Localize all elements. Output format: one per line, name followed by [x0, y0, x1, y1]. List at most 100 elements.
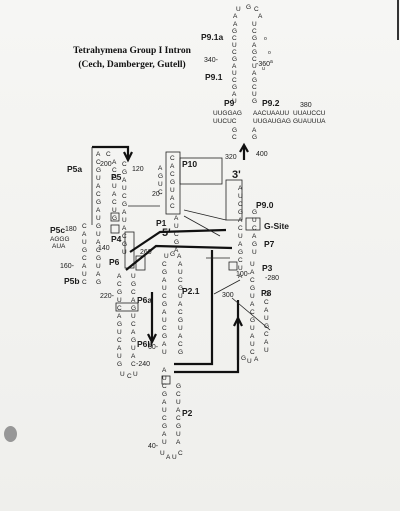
svg-text:A: A — [122, 177, 127, 184]
svg-text:A: A — [233, 21, 238, 28]
svg-text:G: G — [162, 269, 167, 276]
p6a-stem: AC GU CA GU CA UG UG CA GU CA GU AC — [117, 273, 136, 368]
svg-text:G: G — [250, 317, 255, 324]
svg-text:G: G — [162, 301, 167, 308]
svg-text:A: A — [252, 42, 257, 49]
svg-text:A: A — [254, 356, 259, 363]
label-p8: P8 — [261, 288, 272, 298]
svg-text:A: A — [264, 307, 269, 314]
svg-text:C: C — [252, 84, 257, 91]
svg-text:U: U — [252, 249, 257, 256]
svg-text:C: C — [238, 257, 243, 264]
svg-text:A: A — [174, 247, 179, 254]
svg-text:U: U — [131, 345, 136, 352]
thick-connectors — [125, 228, 243, 374]
svg-text:C: C — [254, 6, 259, 13]
svg-text:G: G — [252, 49, 257, 56]
svg-text:U: U — [96, 263, 101, 270]
svg-text:U: U — [120, 371, 125, 378]
number-280: -280 — [265, 275, 279, 282]
svg-text:C: C — [131, 361, 136, 368]
number-220: 220- — [100, 293, 115, 300]
svg-text:G: G — [162, 391, 167, 398]
label-5prime: 5' — [162, 227, 171, 239]
svg-text:G: G — [122, 169, 127, 176]
svg-text:U: U — [160, 450, 165, 457]
svg-text:A: A — [162, 309, 167, 316]
svg-text:U: U — [164, 253, 169, 260]
svg-text:C: C — [178, 277, 183, 284]
number-60: 60- — [148, 344, 159, 351]
svg-text:A: A — [96, 151, 101, 158]
svg-text:U: U — [264, 315, 269, 322]
number-240: -240 — [136, 361, 150, 368]
svg-text:G: G — [82, 247, 87, 254]
svg-text:A: A — [158, 165, 163, 172]
number-140: 140 — [98, 245, 110, 252]
diagram-title: Tetrahymena Group I Intron (Cech, Damber… — [72, 44, 192, 72]
svg-text:A: A — [177, 253, 182, 260]
svg-text:G: G — [174, 239, 179, 246]
svg-text:U: U — [178, 325, 183, 332]
svg-text:U: U — [162, 439, 167, 446]
svg-text:U: U — [232, 98, 237, 105]
svg-text:U: U — [122, 217, 127, 224]
svg-text:G: G — [252, 241, 257, 248]
number-160: 160- — [60, 263, 75, 270]
svg-text:U: U — [131, 273, 136, 280]
svg-text:G: G — [250, 285, 255, 292]
p10-stem: CA CG UA C AG UC — [158, 155, 175, 210]
label-p6b: P6b — [137, 339, 153, 349]
svg-text:U: U — [162, 349, 167, 356]
scan-edge-mark — [397, 0, 399, 40]
svg-text:A: A — [250, 301, 255, 308]
svg-text:U: U — [172, 454, 177, 461]
svg-text:C: C — [232, 134, 237, 141]
svg-text:G: G — [176, 423, 181, 430]
svg-text:C: C — [250, 349, 255, 356]
svg-text:C: C — [122, 161, 127, 168]
svg-text:C: C — [178, 341, 183, 348]
number-180: 180 — [65, 226, 77, 233]
svg-text:G: G — [252, 98, 257, 105]
svg-text:C: C — [170, 155, 175, 162]
svg-text:U: U — [250, 261, 255, 268]
svg-text:C: C — [174, 231, 179, 238]
svg-text:A: A — [162, 399, 167, 406]
number-120: 120 — [132, 166, 144, 173]
svg-text:G: G — [96, 223, 101, 230]
svg-text:G: G — [158, 173, 163, 180]
label-p5b: P5b — [64, 276, 80, 286]
p2-stem: AU CG AU CG AU GC UA CG UA — [162, 367, 181, 446]
svg-text:C: C — [106, 151, 111, 158]
svg-text:U: U — [112, 183, 117, 190]
svg-text:A: A — [178, 333, 183, 340]
svg-text:o: o — [264, 36, 267, 42]
svg-text:U: U — [178, 293, 183, 300]
svg-text:C: C — [178, 309, 183, 316]
svg-text:C: C — [170, 171, 175, 178]
p3-stem: UA CG UA CG UA UC GC AU GC AU — [250, 261, 269, 356]
svg-text:G: G — [122, 241, 127, 248]
svg-text:G: G — [178, 349, 183, 356]
svg-text:U: U — [170, 187, 175, 194]
p7-stem: AU CG AC UA GC UA GU CA GU — [238, 185, 257, 280]
svg-text:A: A — [178, 301, 183, 308]
svg-text:A: A — [176, 439, 181, 446]
svg-text:U: U — [162, 407, 167, 414]
svg-text:C: C — [238, 201, 243, 208]
seq-p9-low: UUCUC — [213, 118, 237, 125]
svg-text:C: C — [232, 77, 237, 84]
svg-text:o: o — [268, 50, 271, 56]
svg-text:A: A — [238, 217, 243, 224]
seq-p9-right-2: UUGAUGAG — [253, 118, 291, 125]
label-p9-0: P9.0 — [256, 200, 274, 210]
svg-text:G: G — [131, 337, 136, 344]
svg-text:C: C — [264, 299, 269, 306]
svg-text:U: U — [162, 285, 167, 292]
svg-text:G: G — [122, 201, 127, 208]
svg-text:u: u — [262, 66, 265, 72]
svg-text:G: G — [238, 209, 243, 216]
svg-text:G: G — [178, 317, 183, 324]
svg-text:U: U — [96, 215, 101, 222]
